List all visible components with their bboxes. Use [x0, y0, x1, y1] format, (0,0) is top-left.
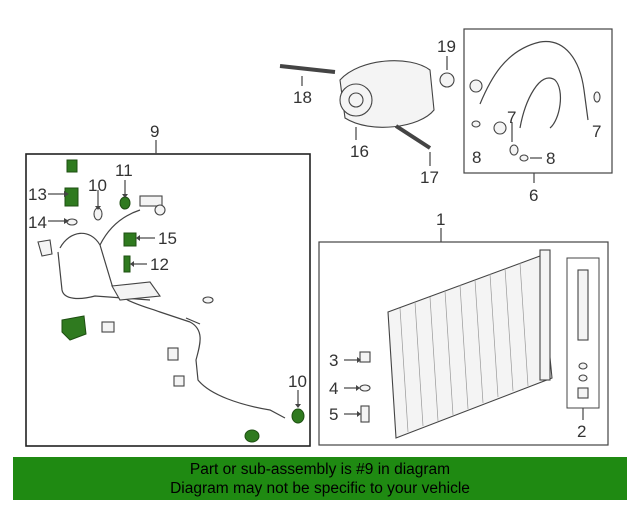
hose-line-upper: [59, 232, 191, 323]
callout-14[interactable]: 14: [28, 213, 47, 232]
callout-4[interactable]: 4: [329, 379, 338, 398]
banner-line-2: Diagram may not be specific to your vehi…: [170, 480, 470, 497]
stud-part-18[interactable]: [279, 64, 336, 74]
hose-line-long: [189, 321, 286, 419]
condenser-fins: [399, 262, 529, 433]
part-11-cap[interactable]: [119, 196, 131, 210]
callout-10-lower[interactable]: 10: [288, 372, 307, 391]
callout-10-upper[interactable]: 10: [88, 176, 107, 195]
banner-line-1: Part or sub-assembly is #9 in diagram: [189, 461, 451, 478]
part-15-fitting[interactable]: [123, 232, 137, 247]
hose-line-lower: [57, 251, 151, 301]
callout-17[interactable]: 17: [420, 168, 439, 187]
muffler-body: [111, 281, 161, 301]
part-14-oring[interactable]: [66, 218, 78, 226]
callout-7-left[interactable]: 7: [507, 108, 516, 127]
callout-16[interactable]: 16: [350, 142, 369, 161]
callout-19[interactable]: 19: [437, 37, 456, 56]
assembly-9-frame: [25, 153, 311, 447]
part-10-cap-lower[interactable]: [291, 408, 305, 424]
callout-15[interactable]: 15: [158, 229, 177, 248]
callout-9[interactable]: 9: [150, 122, 159, 141]
callout-7-right[interactable]: 7: [592, 122, 601, 141]
callout-5[interactable]: 5: [329, 405, 338, 424]
bracket-part[interactable]: [61, 315, 87, 341]
callout-1[interactable]: 1: [436, 210, 445, 229]
part-12-valve-core[interactable]: [123, 255, 131, 273]
part-13-valve[interactable]: [64, 187, 79, 207]
assembly-6-frame: [463, 28, 613, 174]
clip-part[interactable]: [37, 239, 53, 257]
callout-13[interactable]: 13: [28, 185, 47, 204]
condenser-tank: [539, 249, 551, 381]
nut-part-19[interactable]: [439, 72, 455, 88]
callout-2[interactable]: 2: [577, 422, 586, 441]
desiccant-part[interactable]: [577, 269, 589, 341]
info-banner: Part or sub-assembly is #9 in diagram Di…: [13, 457, 627, 500]
callout-12[interactable]: 12: [150, 255, 169, 274]
callout-3[interactable]: 3: [329, 351, 338, 370]
part-13-cap[interactable]: [66, 159, 78, 173]
assembly-1-frame: [318, 241, 609, 446]
suction-hose: [479, 40, 589, 121]
parts-diagram: 9 13 14 10 11 15 12 10 16 18 17 19: [25, 28, 613, 447]
condenser-core[interactable]: [387, 255, 553, 439]
bolt-part-17[interactable]: [394, 124, 432, 150]
callout-11[interactable]: 11: [115, 161, 133, 180]
callout-8-left[interactable]: 8: [472, 148, 481, 167]
callout-8-right[interactable]: 8: [546, 149, 555, 168]
muffler-cap[interactable]: [244, 429, 260, 443]
callout-6[interactable]: 6: [529, 186, 538, 205]
callout-18[interactable]: 18: [293, 88, 312, 107]
